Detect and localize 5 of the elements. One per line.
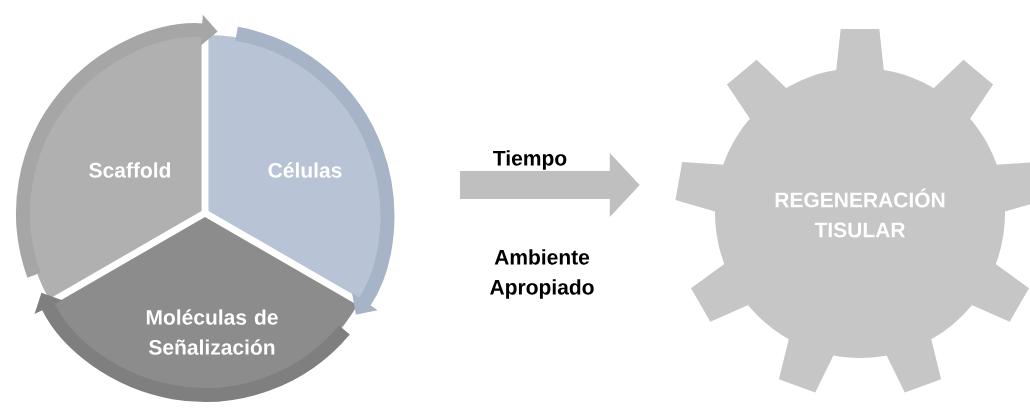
sector: Células bbox=[208, 35, 385, 299]
sector: Scaffold bbox=[25, 35, 202, 299]
label: Tiempo bbox=[493, 150, 567, 170]
sector: Moléculas de Señalización bbox=[52, 217, 358, 393]
label: Ambiente Apropiado bbox=[490, 249, 594, 299]
